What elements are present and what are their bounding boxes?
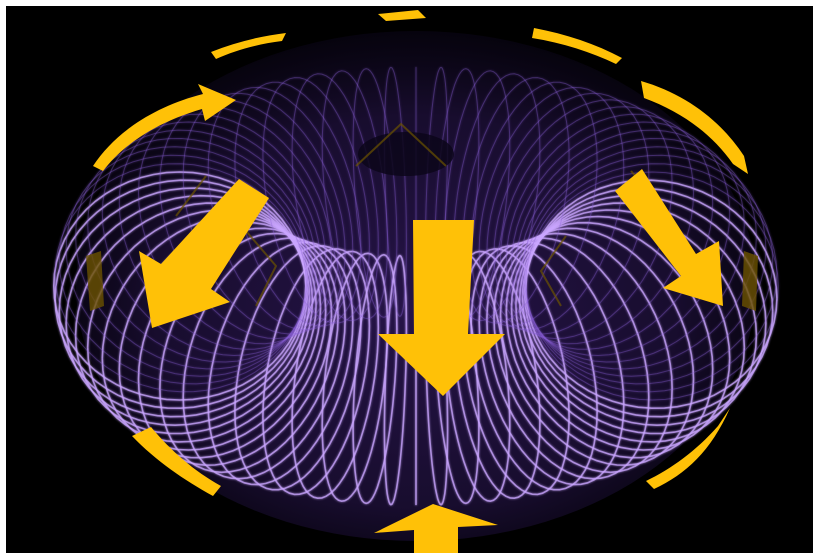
torus-hole [358,132,454,176]
right-side-fragment [742,251,758,311]
top-arc-fragment [378,10,426,21]
torus-field-illustration [6,6,813,553]
torus-scene [6,6,813,553]
